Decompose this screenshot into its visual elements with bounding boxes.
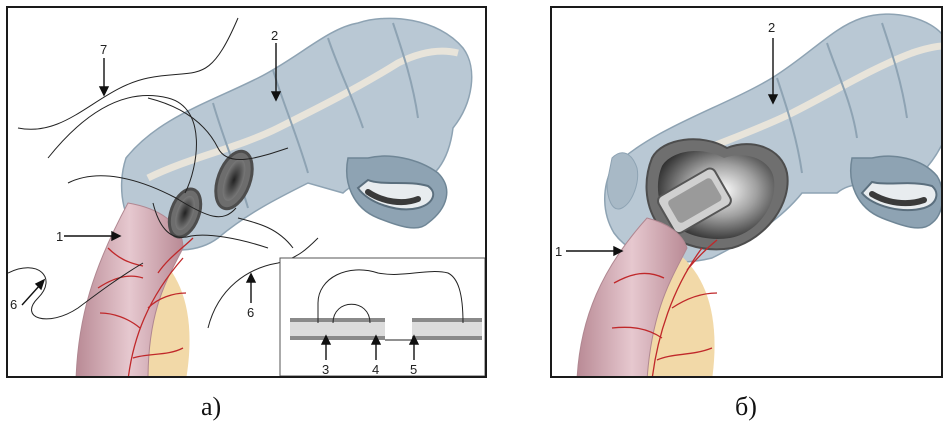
caption-a: а)	[201, 392, 221, 422]
panel-a: 1 2 3 4 5 6 6 7	[6, 6, 487, 378]
caption-b: б)	[735, 392, 757, 422]
anastomosis-suture-diagram: 1 2 3 4 5 6 6 7	[8, 8, 487, 378]
label-5: 5	[410, 362, 417, 377]
label-6-right: 6	[247, 305, 254, 320]
label-2: 2	[768, 20, 775, 35]
label-6-left: 6	[10, 297, 17, 312]
panel-b: 1 2	[550, 6, 943, 378]
label-4: 4	[372, 362, 379, 377]
completed-anastomosis-diagram: 1 2	[552, 8, 943, 378]
label-1: 1	[56, 229, 63, 244]
label-3: 3	[322, 362, 329, 377]
inset-detail	[280, 258, 485, 376]
label-2: 2	[271, 28, 278, 43]
label-7: 7	[100, 42, 107, 57]
label-1: 1	[555, 244, 562, 259]
